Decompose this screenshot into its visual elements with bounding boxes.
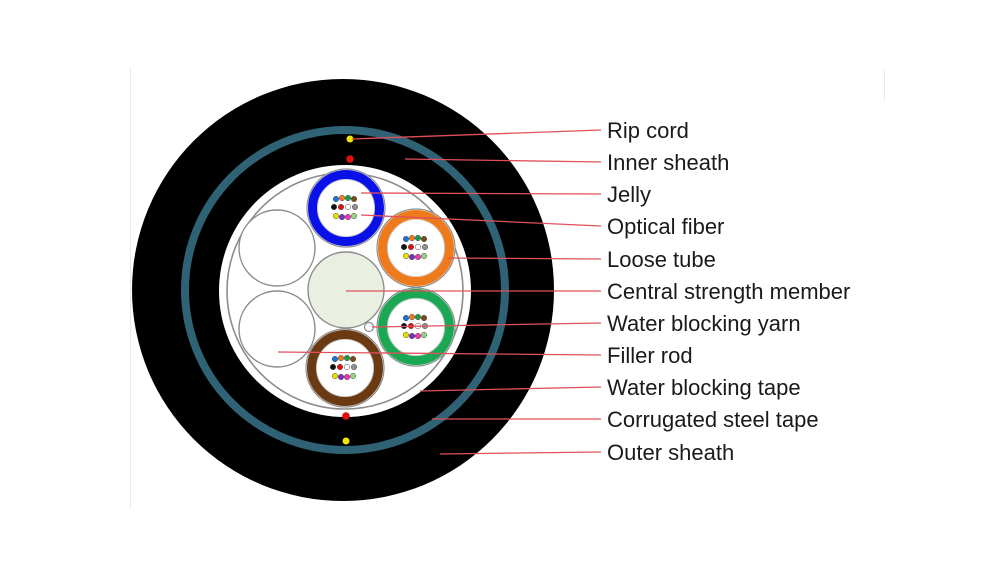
label-inner-sheath: Inner sheath [607,150,729,175]
optical-fiber [344,194,352,202]
optical-fiber [350,195,358,203]
frame-left-edge [130,68,131,508]
label-filler-rod: Filler rod [607,343,693,368]
optical-fiber [414,243,422,251]
label-optical-fiber: Optical fiber [607,214,724,239]
leader-line-outer-sheath [439,451,602,455]
label-water-blocking-tape: Water blocking tape [607,375,801,400]
frame-right-edge [884,70,885,100]
optical-fiber [414,332,422,340]
central-strength-member [307,251,385,329]
optical-fiber [402,235,410,243]
optical-fiber [350,212,358,220]
optical-fiber [414,234,422,242]
optical-fiber [329,363,337,371]
rip-cord-bottom-inner [342,412,350,420]
optical-fiber [338,213,346,221]
label-central-strength-member: Central strength member [607,279,850,304]
loose-tube-wall [308,170,384,246]
rip-cord-top-outer [346,135,354,143]
optical-fiber [400,243,408,251]
optical-fiber [331,372,339,380]
leader-line-filler-rod [277,351,602,356]
optical-fiber [408,253,416,261]
jelly-boundary [387,219,445,277]
optical-fiber [337,203,345,211]
filler-rod [238,209,316,287]
corrugated-steel-tape [181,126,509,454]
optical-fiber [351,203,359,211]
label-corrugated-steel-tape: Corrugated steel tape [607,407,819,432]
leader-line-loose-tube [446,257,602,260]
leader-line-rip-cord [351,129,602,140]
optical-fiber [408,313,416,321]
leader-line-water-blocking-tape [419,386,602,392]
optical-fiber [420,314,428,322]
optical-fiber [402,252,410,260]
optical-fiber [331,355,339,363]
label-water-blocking-yarn: Water blocking yarn [607,311,801,336]
optical-fiber [338,194,346,202]
label-outer-sheath: Outer sheath [607,440,734,465]
optical-fiber [337,354,345,362]
optical-fiber [337,373,345,381]
label-loose-tube: Loose tube [607,247,716,272]
leader-line-jelly [360,192,602,195]
optical-fiber [336,363,344,371]
leader-line-optical-fiber [360,214,602,227]
leader-line-inner-sheath [404,158,602,163]
optical-fiber [420,235,428,243]
optical-fiber [343,373,351,381]
jelly-boundary [317,179,375,237]
optical-fiber [421,243,429,251]
optical-fiber [343,363,351,371]
optical-fiber [408,332,416,340]
optical-fiber [402,331,410,339]
loose-tubes [305,168,456,408]
optical-fiber [332,212,340,220]
rip-cord-bottom-outer [342,437,350,445]
optical-fiber [349,372,357,380]
optical-fiber [343,354,351,362]
loose-tube-brown [305,328,385,408]
optical-fiber [344,203,352,211]
jelly-boundary [316,339,374,397]
optical-fiber [420,331,428,339]
optical-fiber [420,252,428,260]
leader-lines [277,129,602,455]
optical-fiber [344,213,352,221]
loose-tube-wall [307,330,383,406]
optical-fiber [332,195,340,203]
optical-fiber [414,313,422,321]
optical-fiber [408,234,416,242]
optical-fiber [350,363,358,371]
label-jelly: Jelly [607,182,651,207]
loose-tube-wall [378,210,454,286]
optical-fiber [402,314,410,322]
label-rip-cord: Rip cord [607,118,689,143]
optical-fiber [349,355,357,363]
filler-rod [238,290,316,368]
optical-fiber [407,243,415,251]
leader-line-water-blocking-yarn [371,322,602,328]
loose-tube-blue [306,168,386,248]
rip-cord-top-inner [346,155,354,163]
optical-fiber [330,203,338,211]
optical-fiber [414,253,422,261]
loose-tube-green [376,287,456,367]
loose-tube-orange [376,208,456,288]
